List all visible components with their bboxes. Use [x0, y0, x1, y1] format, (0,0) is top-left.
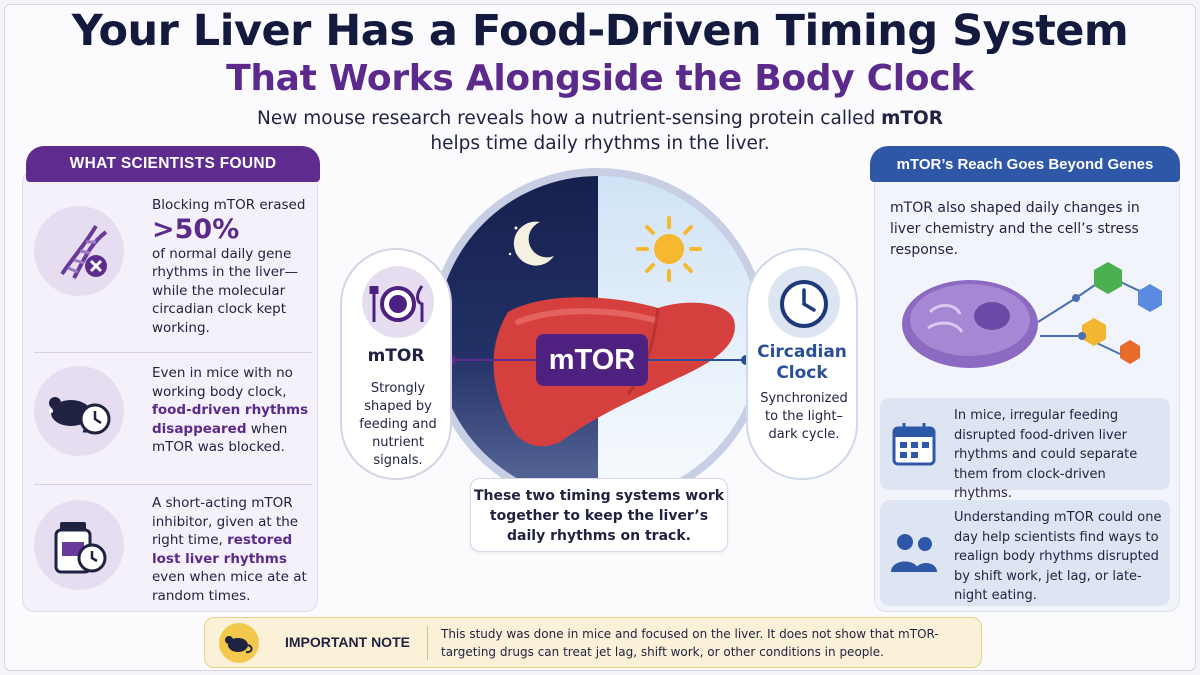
findings-header: WHAT SCIENTISTS FOUND [26, 146, 320, 182]
mouse-icon [219, 623, 259, 663]
reach-card-future: Understanding mTOR could one day help sc… [880, 500, 1170, 606]
finding-1-stat: >50% [152, 213, 240, 245]
intro-text-pre: New mouse research reveals how a nutrien… [257, 108, 882, 129]
finding-2-post: when mTOR was blocked. [152, 420, 288, 456]
reach-card-feeding-text: In mice, irregular feeding disrupted foo… [954, 408, 1138, 501]
calendar-icon [888, 418, 940, 470]
reach-card-feeding: In mice, irregular feeding disrupted foo… [880, 398, 1170, 501]
circadian-pill-title: Circadian Clock [757, 342, 847, 383]
finding-1-pre: Blocking mTOR erased [152, 197, 306, 213]
finding-1-post: of normal daily gene rhythms in the live… [152, 245, 299, 336]
intro-text: New mouse research reveals how a nutrien… [240, 106, 960, 156]
clock-icon [768, 266, 840, 338]
cell-molecule-illustration [902, 262, 1162, 368]
moon-icon [508, 221, 554, 266]
divider [34, 484, 312, 485]
finding-1: Blocking mTOR erased >50% of normal dail… [34, 196, 312, 346]
finding-3-post: even when mice ate at random times. [152, 569, 307, 604]
sun-icon [636, 216, 702, 282]
finding-3-highlight: restored lost liver rhythms [152, 532, 293, 567]
together-callout: These two timing systems work together t… [470, 478, 728, 552]
mtor-pill-title: mTOR [367, 346, 425, 366]
finding-3-pre: A short-acting mTOR inhibitor, given at … [152, 495, 299, 548]
connector-left [452, 359, 538, 361]
divider [34, 352, 312, 353]
mtor-pill: mTOR Strongly shaped by feeding and nutr… [340, 248, 452, 480]
reach-card-future-text: Understanding mTOR could one day help sc… [954, 510, 1162, 603]
pill-bottle-clock-icon [34, 500, 124, 590]
finding-2-text: Even in mice with no working body clock,… [152, 364, 312, 457]
note-title: IMPORTANT NOTE [285, 634, 410, 650]
main-title: Your Liver Has a Food-Driven Timing Syst… [71, 6, 1129, 56]
finding-1-text: Blocking mTOR erased >50% of normal dail… [152, 196, 312, 337]
connector-right [646, 359, 746, 361]
finding-2-pre: Even in mice with no working body clock, [152, 365, 293, 400]
finding-2-highlight: food-driven rhythms disappeared [152, 402, 309, 437]
note-text: This study was done in mice and focused … [441, 627, 939, 659]
mouse-clock-icon [34, 366, 124, 456]
finding-3: A short-acting mTOR inhibitor, given at … [34, 492, 312, 608]
liver-mtor-label: mTOR [536, 334, 648, 386]
main-subtitle: That Works Alongside the Body Clock [226, 58, 974, 99]
plate-icon [362, 266, 434, 338]
reach-header: mTOR’s Reach Goes Beyond Genes [870, 146, 1180, 182]
intro-text-post: helps time daily rhythms in the liver. [430, 133, 770, 154]
intro-text-bold: mTOR [881, 108, 943, 129]
dna-x-icon [34, 206, 124, 296]
note-separator [427, 626, 428, 660]
circadian-pill-text: Synchronized to the light–dark cycle. [760, 391, 848, 442]
mtor-pill-text: Strongly shaped by feeding and nutrient … [359, 381, 437, 468]
circadian-pill: Circadian Clock Synchronized to the ligh… [746, 248, 858, 480]
reach-intro: mTOR also shaped daily changes in liver … [890, 200, 1140, 258]
people-icon [888, 526, 940, 578]
finding-3-text: A short-acting mTOR inhibitor, given at … [152, 494, 312, 605]
important-note: IMPORTANT NOTE This study was done in mi… [204, 617, 982, 668]
finding-2: Even in mice with no working body clock,… [34, 360, 312, 480]
